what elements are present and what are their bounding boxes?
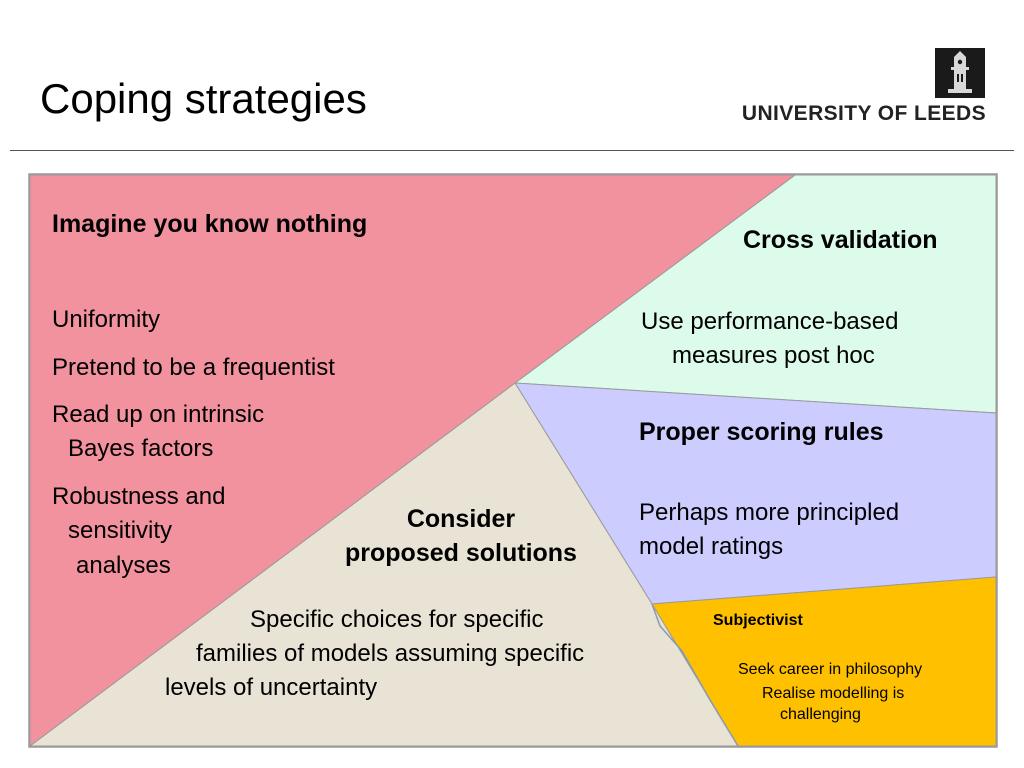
nothing-item-robustness: Robustness and bbox=[52, 483, 226, 510]
tower-icon bbox=[935, 48, 985, 98]
subjectivist-line-2: Realise modelling is bbox=[762, 685, 905, 702]
diagram-frame bbox=[28, 173, 998, 748]
scoring-heading: Proper scoring rules bbox=[639, 418, 884, 446]
consider-heading-2: proposed solutions bbox=[345, 539, 577, 567]
consider-line-1: Specific choices for specific bbox=[250, 606, 544, 633]
cross-heading: Cross validation bbox=[743, 226, 938, 254]
cross-line-1: Use performance-based bbox=[641, 308, 899, 335]
title-divider bbox=[10, 150, 1014, 151]
university-logo: UNIVERSITY OF LEEDS bbox=[728, 48, 988, 128]
slide-title: Coping strategies bbox=[40, 75, 367, 122]
consider-line-3: levels of uncertainty bbox=[165, 674, 378, 701]
scoring-line-1: Perhaps more principled bbox=[639, 499, 900, 526]
nothing-item-sensitivity: sensitivity bbox=[68, 517, 173, 544]
subjectivist-line-1: Seek career in philosophy bbox=[738, 661, 923, 678]
nothing-item-intrinsic: Read up on intrinsic bbox=[52, 401, 265, 428]
nothing-item-frequentist: Pretend to be a frequentist bbox=[52, 354, 335, 381]
logo-wordmark: UNIVERSITY OF LEEDS bbox=[741, 102, 986, 125]
subjectivist-line-3: challenging bbox=[780, 706, 861, 723]
nothing-item-uniformity: Uniformity bbox=[52, 306, 161, 333]
consider-line-2: families of models assuming specific bbox=[196, 640, 585, 667]
cross-line-2: measures post hoc bbox=[672, 342, 875, 369]
scoring-line-2: model ratings bbox=[639, 533, 784, 560]
nothing-item-bayes-factors: Bayes factors bbox=[68, 435, 214, 462]
consider-heading-1: Consider bbox=[406, 505, 516, 533]
subjectivist-heading: Subjectivist bbox=[713, 612, 803, 629]
divider-edge bbox=[651, 603, 739, 747]
nothing-item-analyses: analyses bbox=[76, 552, 171, 579]
region-imagine-nothing bbox=[29, 174, 797, 747]
nothing-heading: Imagine you know nothing bbox=[52, 210, 368, 238]
